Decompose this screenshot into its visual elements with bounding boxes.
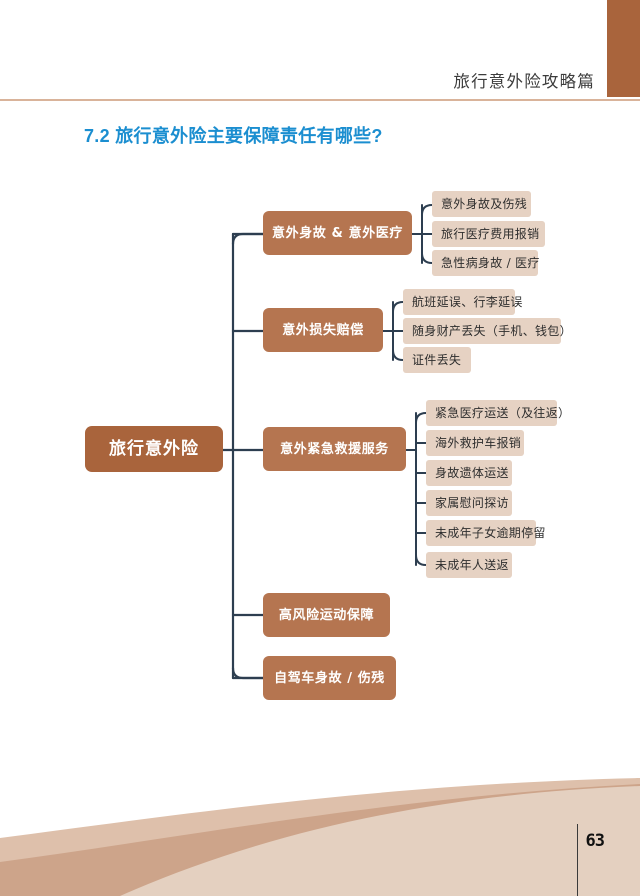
mindmap-leaf-node[interactable]: 未成年人送返 xyxy=(426,552,512,578)
page-number-divider xyxy=(577,824,578,896)
mindmap-leaf-node[interactable]: 海外救护车报销 xyxy=(426,430,524,456)
footer-swoosh-group xyxy=(0,778,640,896)
mindmap-leaf-node[interactable]: 意外身故及伤残 xyxy=(432,191,531,217)
mindmap-leaf-node[interactable]: 家属慰问探访 xyxy=(426,490,512,516)
mindmap-root-node[interactable]: 旅行意外险 xyxy=(85,426,223,472)
mindmap-branch-node-1[interactable]: 意外身故 & 意外医疗 xyxy=(263,211,412,255)
mindmap-connectors xyxy=(221,204,433,680)
mindmap-leaf-node[interactable]: 随身财产丢失（手机、钱包） xyxy=(403,318,572,344)
mindmap-branch-node-5[interactable]: 自驾车身故 / 伤残 xyxy=(263,656,396,700)
mindmap-leaf-node[interactable]: 旅行医疗费用报销 xyxy=(432,221,545,247)
mindmap-leaf-node[interactable]: 证件丢失 xyxy=(403,347,471,373)
mindmap-leaf-node[interactable]: 身故遗体运送 xyxy=(426,460,512,486)
footer-decoration: 63 xyxy=(0,776,640,896)
mindmap-leaf-node[interactable]: 紧急医疗运送（及往返） xyxy=(426,400,570,426)
page-number: 63 xyxy=(585,831,606,851)
mindmap-branch-node-2[interactable]: 意外损失赔偿 xyxy=(263,308,383,352)
mindmap-leaf-node[interactable]: 航班延误、行李延误 xyxy=(403,289,522,315)
running-header-title: 旅行意外险攻略篇 xyxy=(453,72,595,91)
mindmap-leaf-node[interactable]: 急性病身故 / 医疗 xyxy=(432,250,539,276)
mindmap-leaf-node[interactable]: 未成年子女逾期停留 xyxy=(426,520,545,546)
header-divider-rule xyxy=(0,99,640,101)
footer-swoosh-front xyxy=(120,786,640,896)
mindmap-branch-node-4[interactable]: 高风险运动保障 xyxy=(263,593,390,637)
header-accent-bar xyxy=(604,0,640,97)
mindmap: 旅行意外险 意外身故 & 意外医疗 意外损失赔偿 意外紧急救援服务 高风险运动保… xyxy=(0,160,640,720)
page-title: 7.2 旅行意外险主要保障责任有哪些? xyxy=(84,126,383,146)
mindmap-branch-node-3[interactable]: 意外紧急救援服务 xyxy=(263,427,406,471)
